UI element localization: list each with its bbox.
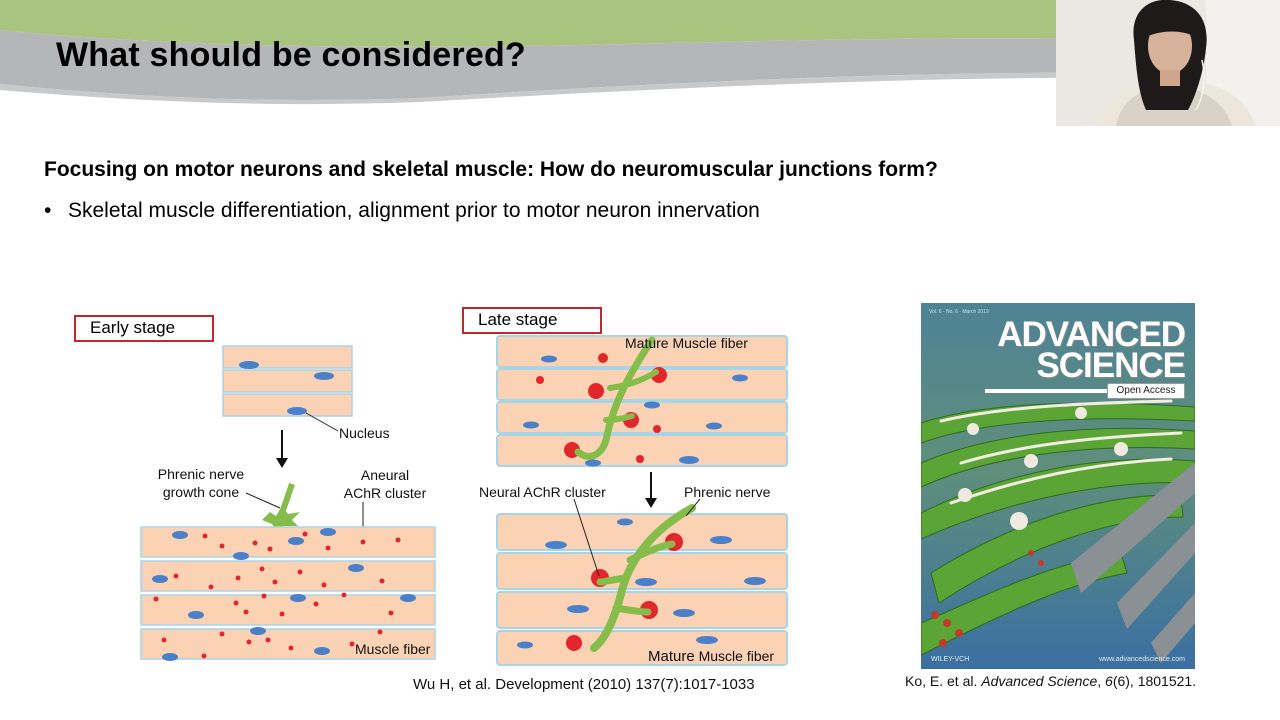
late-down-arrow-icon	[645, 472, 657, 508]
cover-url: www.advancedscience.com	[1099, 656, 1185, 663]
aneural-label-line2: AChR cluster	[343, 485, 427, 501]
muscle-fiber-bottom-text: Muscle fiber	[698, 648, 775, 664]
mature-fibers-bottom	[496, 513, 788, 666]
late-bottom-nuclei	[517, 518, 766, 649]
early-stage-text: Early stage	[90, 318, 176, 337]
slide-heading: Focusing on motor neurons and skeletal m…	[44, 158, 938, 181]
presenter-webcam-icon	[1056, 0, 1280, 126]
ko-citation: Ko, E. et al. Advanced Science, 6(6), 18…	[905, 673, 1196, 689]
muscle-fiber-label: Muscle fiber	[355, 641, 431, 657]
ko-citation-sep: ,	[1097, 673, 1106, 689]
aneural-achr-cluster-label: Aneural AChR cluster	[333, 466, 437, 502]
late-stage-text: Late stage	[478, 310, 558, 329]
phrenic-nerve-growth-cone-label: Phrenic nerve growth cone	[150, 465, 252, 501]
growth-cone-icon	[262, 483, 300, 530]
ko-citation-journal: Advanced Science	[981, 673, 1098, 689]
phrenic-nerve-label: Phrenic nerve	[684, 484, 771, 500]
aneural-label-line1: Aneural	[360, 467, 410, 483]
nerve-top	[574, 336, 656, 460]
wu-citation: Wu H, et al. Development (2010) 137(7):1…	[413, 676, 755, 693]
late-top-nuclei	[523, 355, 748, 467]
ko-citation-prefix: Ko, E. et al.	[905, 673, 982, 689]
cover-title-line1: ADVANCED	[997, 315, 1186, 354]
nucleus-label: Nucleus	[339, 425, 390, 441]
journal-cover: Vol. 6 · No. 6 · March 2019 ADVANCED SCI…	[921, 303, 1195, 669]
growth-cone-label-line1: Phrenic nerve	[157, 466, 245, 482]
bullet-marker: •	[44, 199, 52, 222]
bullet-item: • Skeletal muscle differentiation, alignm…	[44, 199, 760, 223]
nerve-bottom	[590, 504, 696, 652]
cover-title: ADVANCED SCIENCE	[985, 315, 1186, 385]
presenter-video	[1056, 0, 1280, 126]
cover-issue-line: Vol. 6 · No. 6 · March 2019	[929, 309, 989, 315]
cover-publisher: WILEY-VCH	[931, 656, 970, 663]
myoblast-fibers	[222, 345, 353, 417]
open-access-badge: Open Access	[1107, 383, 1185, 399]
bullet-text: Skeletal muscle differentiation, alignme…	[68, 199, 760, 222]
muscle-nuclei	[152, 528, 416, 661]
neural-achr-cluster-label: Neural AChR cluster	[479, 484, 606, 500]
aneural-achr-dots	[153, 531, 401, 659]
late-stage-label: Late stage	[462, 307, 602, 334]
slide-title: What should be considered?	[56, 36, 526, 74]
cover-artwork	[921, 303, 1195, 669]
header-banner	[0, 0, 1280, 105]
late-stage-diagram	[496, 335, 788, 666]
mature-muscle-fiber-top-label: Mature Muscle fiber	[625, 335, 748, 351]
muscle-fibers	[140, 526, 436, 660]
ko-citation-rest: (6), 1801521.	[1112, 673, 1197, 689]
early-stage-diagram	[140, 345, 436, 661]
cover-title-line2: SCIENCE	[1036, 346, 1186, 385]
early-stage-label: Early stage	[74, 315, 214, 342]
mature-muscle-fiber-bottom-label: Mature Muscle fiber	[648, 648, 774, 665]
down-arrow-icon	[276, 430, 288, 468]
growth-cone-label-line2: growth cone	[162, 484, 240, 500]
mature-word: Mature	[648, 648, 695, 665]
ko-citation-volume: 6	[1105, 673, 1113, 689]
